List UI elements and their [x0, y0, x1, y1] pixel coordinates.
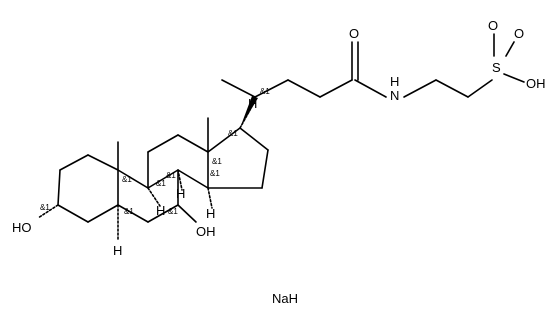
bond: [319, 79, 353, 98]
c17-hydrogen: H: [248, 96, 257, 111]
stereo-tag: &1: [260, 87, 270, 96]
bond: [221, 79, 256, 98]
bond: [254, 79, 289, 98]
bond: [59, 154, 89, 171]
stereo-tag: &1: [166, 171, 176, 180]
bond: [207, 127, 241, 153]
bond: [505, 41, 515, 57]
bond: [37, 204, 59, 219]
bond: [57, 169, 61, 206]
amide-nitrogen: N: [390, 88, 399, 103]
bond: [239, 127, 269, 151]
bond: [177, 134, 209, 153]
bond: [177, 169, 183, 191]
stereo-tag: &1: [210, 169, 220, 178]
bond: [287, 79, 321, 98]
bond: [261, 149, 269, 189]
sulfur: S: [492, 60, 501, 75]
bond: [147, 187, 161, 207]
sulfonyl-oxygen-top: O: [488, 18, 498, 33]
c14-hydrogen: H: [206, 206, 215, 221]
stereo-tag: &1: [124, 207, 134, 216]
sodium-hydride-label: NaH: [272, 291, 298, 306]
bond: [467, 79, 493, 98]
bond: [503, 73, 525, 83]
bond: [147, 134, 179, 153]
bond: [87, 154, 119, 171]
bond: [87, 204, 119, 223]
stereo-tag: &1: [40, 203, 50, 212]
bond: [403, 79, 437, 98]
stereo-tag: &1: [168, 207, 178, 216]
bond: [117, 204, 149, 223]
bond: [117, 169, 149, 189]
bond: [147, 204, 179, 223]
bond: [354, 79, 387, 98]
c7-hydroxyl: OH: [196, 224, 216, 239]
bond: [239, 109, 251, 129]
c5-hydrogen: H: [113, 243, 122, 258]
amide-hydrogen: H: [390, 74, 399, 89]
carbonyl-oxygen: O: [349, 26, 359, 41]
stereo-tag: &1: [212, 157, 222, 166]
stereo-tag: &1: [122, 175, 132, 184]
bond: [435, 79, 469, 98]
bond: [147, 169, 179, 189]
c3-hydroxyl: HO: [12, 220, 32, 235]
stereo-tag: &1: [228, 129, 238, 138]
c8-hydrogen: H: [176, 186, 185, 201]
sulfonic-hydroxyl: OH: [526, 76, 546, 91]
c9-hydrogen: H: [156, 203, 165, 218]
sulfonyl-oxygen-right: O: [514, 26, 524, 41]
bond: [177, 169, 209, 189]
bond: [177, 204, 197, 223]
stereo-tag: &1: [156, 179, 166, 188]
bond: [57, 204, 89, 223]
bond: [207, 187, 213, 209]
